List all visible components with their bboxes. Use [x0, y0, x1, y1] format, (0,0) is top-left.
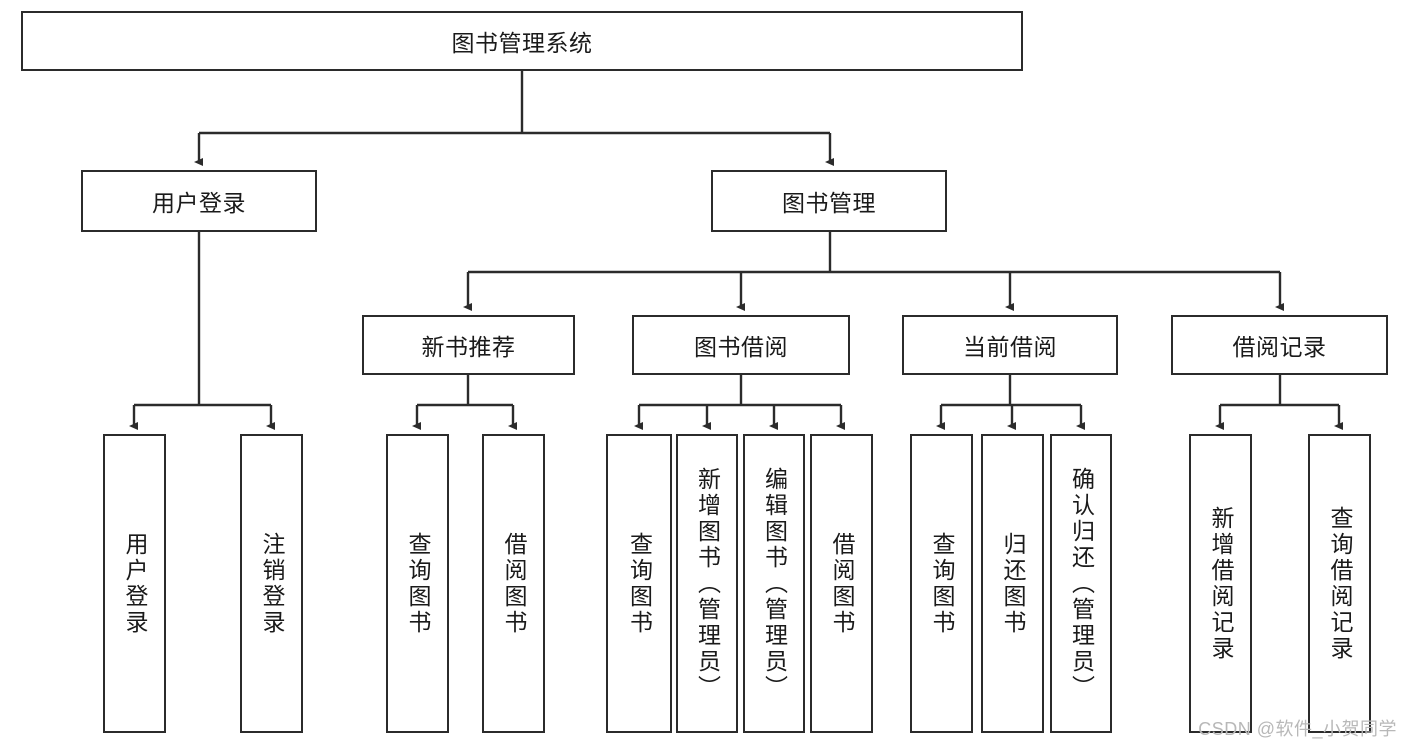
leaf-edit-book-admin[interactable]: 编辑图书（管理员） [743, 434, 805, 733]
node-label: 借阅图书 [829, 531, 855, 636]
node-label: 查询图书 [405, 531, 431, 636]
leaf-query-books-newbook[interactable]: 查询图书 [386, 434, 449, 733]
node-label: 当前借阅 [963, 334, 1057, 360]
node-label: 借阅图书 [501, 531, 527, 636]
leaf-borrow-books-borrowing[interactable]: 借阅图书 [810, 434, 873, 733]
leaf-add-borrow-record[interactable]: 新增借阅记录 [1189, 434, 1252, 733]
leaf-query-borrow-record[interactable]: 查询借阅记录 [1308, 434, 1371, 733]
leaf-add-book-admin[interactable]: 新增图书（管理员） [676, 434, 738, 733]
node-label: 查询图书 [626, 531, 653, 636]
node-new-book-recommendation[interactable]: 新书推荐 [362, 315, 575, 375]
leaf-user-login[interactable]: 用户登录 [103, 434, 166, 733]
leaf-confirm-return-admin[interactable]: 确认归还（管理员） [1050, 434, 1112, 733]
node-book-management[interactable]: 图书管理 [711, 170, 947, 232]
node-label: 图书管理系统 [451, 30, 593, 56]
node-label: 用户登录 [122, 531, 148, 636]
node-label: 借阅记录 [1232, 334, 1327, 360]
node-label: 新书推荐 [421, 334, 516, 360]
node-borrowing-records[interactable]: 借阅记录 [1171, 315, 1388, 375]
node-label: 新增借阅记录 [1208, 505, 1234, 662]
node-label: 确认归还（管理员） [1068, 466, 1095, 701]
node-label: 新增图书（管理员） [694, 466, 721, 701]
node-label: 归还图书 [1000, 531, 1026, 636]
leaf-query-books-current[interactable]: 查询图书 [910, 434, 973, 733]
leaf-borrow-books-newbook[interactable]: 借阅图书 [482, 434, 545, 733]
node-label: 查询借阅记录 [1327, 505, 1353, 662]
leaf-query-books-borrowing[interactable]: 查询图书 [606, 434, 672, 733]
node-label: 图书借阅 [694, 334, 788, 360]
node-label: 编辑图书（管理员） [761, 466, 788, 701]
node-book-borrowing[interactable]: 图书借阅 [632, 315, 850, 375]
node-root-book-management-system[interactable]: 图书管理系统 [21, 11, 1023, 71]
leaf-logout[interactable]: 注销登录 [240, 434, 303, 733]
node-label: 用户登录 [152, 190, 246, 216]
node-current-borrowing[interactable]: 当前借阅 [902, 315, 1118, 375]
node-user-login[interactable]: 用户登录 [81, 170, 317, 232]
node-label: 注销登录 [259, 531, 285, 636]
node-label: 图书管理 [782, 190, 876, 216]
csdn-watermark: CSDN @软件_小贺同学 [1198, 719, 1397, 739]
node-label: 查询图书 [929, 531, 955, 636]
leaf-return-books[interactable]: 归还图书 [981, 434, 1044, 733]
